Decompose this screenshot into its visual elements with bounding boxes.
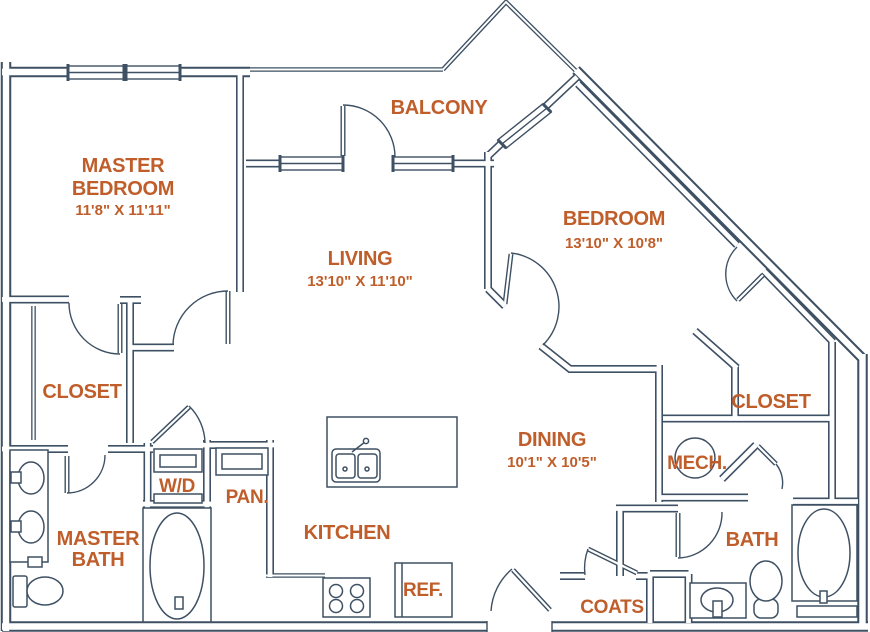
master-closet-door-arc: [68, 302, 121, 355]
windows: [66, 64, 553, 172]
label-dining: DINING: [518, 429, 586, 451]
master-toilet-icon: [12, 575, 64, 608]
label-coats: COATS: [580, 597, 644, 618]
kitchen-sink-icon: [331, 437, 381, 483]
closet-right-door-arc: [725, 246, 738, 302]
label-bedroom-dims: 13'10" X 10'8": [565, 235, 663, 252]
balcony-door-arc: [342, 104, 396, 158]
master-bath-door-arc: [66, 454, 106, 494]
label-closet-right: CLOSET: [731, 391, 810, 413]
master-bathtub-icon: [142, 507, 212, 623]
label-refrigerator: REF.: [403, 580, 443, 601]
bath-toilet-icon: [749, 560, 783, 619]
refrigerator-icon: [394, 562, 453, 618]
bathtub-icon: [791, 504, 858, 618]
stove-icon: [322, 577, 371, 618]
label-kitchen: KITCHEN: [304, 522, 391, 544]
label-master-bedroom-2: BEDROOM: [72, 178, 174, 200]
bath-door-arc: [677, 511, 723, 559]
master-vanity-icon: [9, 449, 49, 568]
water-heater-icon: [674, 437, 716, 479]
label-living-dims: 13'10" X 11'10": [307, 273, 413, 290]
entry-door-arc: [490, 568, 513, 612]
label-washer-dryer: W/D: [159, 476, 195, 497]
bedroom-door-arc: [510, 252, 560, 346]
master-bedroom-door-arc: [172, 290, 229, 346]
door-swing-arcs: [66, 104, 784, 632]
fixtures: [9, 416, 858, 623]
label-closet-left: CLOSET: [42, 381, 121, 403]
label-dining-dims: 10'1" X 10'5": [507, 454, 597, 471]
coats-door-arc: [583, 548, 589, 576]
label-master-bath-1: MASTER: [57, 528, 141, 550]
pantry-shelf-icon: [215, 447, 269, 476]
label-master-bedroom-dims: 11'8" X 11'11": [75, 202, 171, 219]
bath-sink-icon: [689, 582, 747, 619]
kitchen-island: [326, 416, 458, 488]
label-balcony: BALCONY: [391, 97, 489, 119]
label-pantry: PAN.: [226, 487, 269, 508]
room-labels: MASTER BEDROOM 11'8" X 11'11" BALCONY LI…: [42, 97, 811, 618]
mech-door-arc: [775, 463, 784, 490]
label-living: LIVING: [328, 248, 393, 270]
label-bedroom: BEDROOM: [563, 208, 665, 230]
washer-dryer-icon: [153, 448, 203, 504]
label-master-bedroom-1: MASTER: [82, 155, 166, 177]
washer-dryer-door-arc: [188, 405, 206, 444]
label-master-bath-2: BATH: [72, 549, 125, 571]
label-mechanical: MECH.: [667, 453, 727, 474]
label-bath: BATH: [726, 529, 779, 551]
